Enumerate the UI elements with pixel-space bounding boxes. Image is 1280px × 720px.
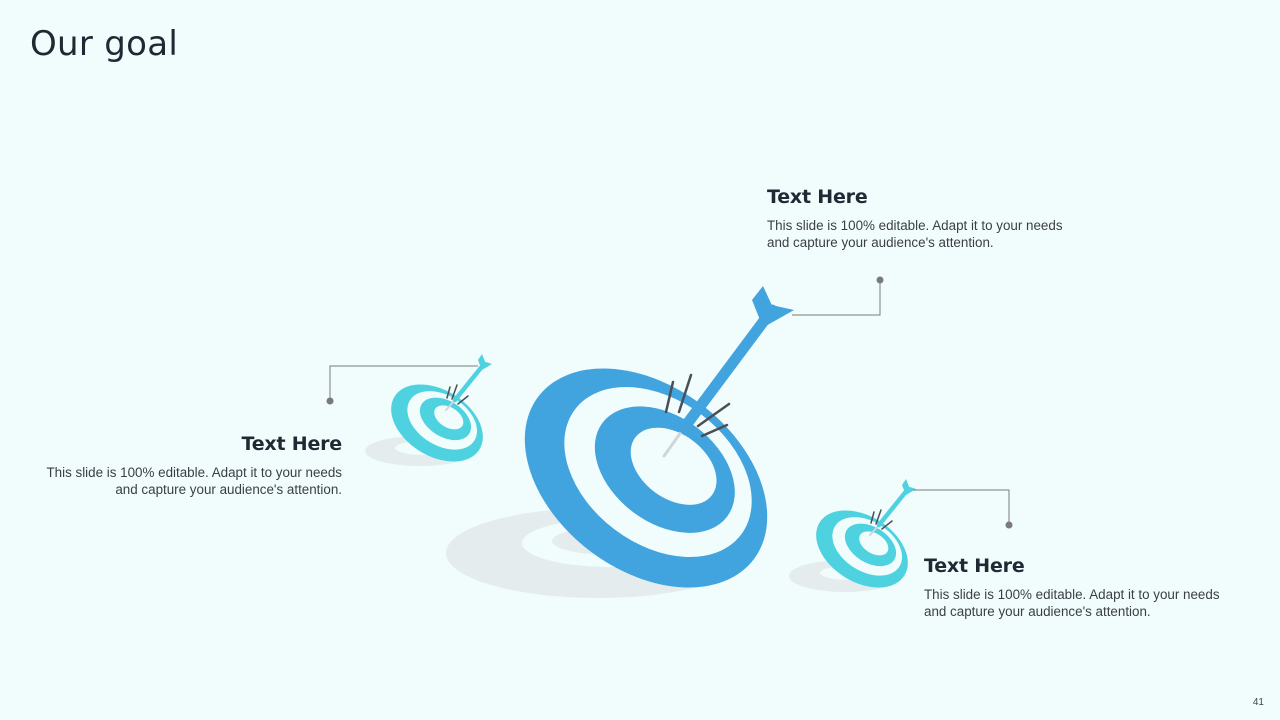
slide-title: Our goal — [30, 24, 179, 64]
callout-heading: Text Here — [241, 433, 342, 455]
page-number: 41 — [1252, 697, 1264, 708]
left-impact-lines-icon — [446, 384, 469, 405]
connector-left — [326, 365, 478, 405]
callout-heading: Text Here — [767, 186, 868, 208]
left-dart-icon — [445, 354, 492, 411]
right-impact-lines-icon — [870, 509, 893, 530]
impact-lines-icon — [664, 373, 731, 438]
callout-left: Text Here This slide is 100% editable. A… — [40, 433, 342, 498]
connector-top — [792, 276, 884, 316]
callout-right: Text Here This slide is 100% editable. A… — [924, 555, 1224, 620]
dart-icon — [662, 286, 794, 458]
right-dart-icon — [869, 479, 916, 536]
small-target-icon — [391, 384, 483, 462]
callout-body: This slide is 100% editable. Adapt it to… — [767, 218, 1063, 250]
main-target-icon — [524, 368, 768, 588]
small-target-icon — [816, 510, 908, 588]
callout-body: This slide is 100% editable. Adapt it to… — [46, 465, 342, 497]
callout-heading: Text Here — [924, 555, 1025, 577]
callout-top: Text Here This slide is 100% editable. A… — [767, 186, 1067, 251]
callout-body: This slide is 100% editable. Adapt it to… — [924, 587, 1220, 619]
connector-right — [913, 489, 1013, 529]
